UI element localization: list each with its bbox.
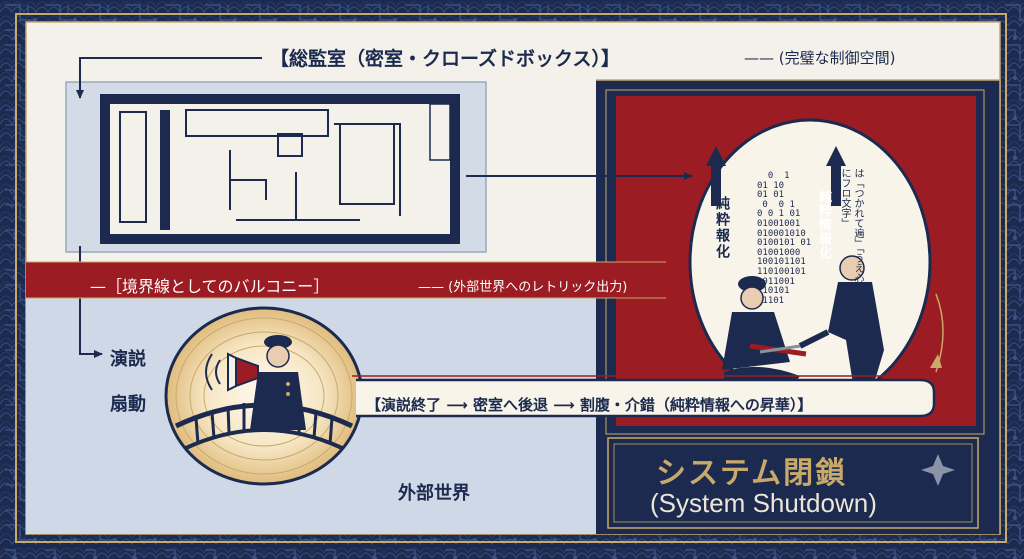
binary-stream: 0 1 01 10 01 01 0 0 1 0 0 1 01 01001001 …: [757, 171, 812, 306]
speech-label: 演説: [110, 349, 146, 370]
floor-plan: [100, 94, 460, 244]
boundary-sublabel: —— (外部世界へのレトリック出力): [418, 280, 628, 295]
sparkle-icon: [921, 454, 955, 486]
outer-world-label: 外部世界: [398, 483, 470, 504]
purify-label-right: 純粋情報化: [816, 190, 831, 260]
megaphone-icon: [205, 352, 259, 392]
page-title: 【総監室（密室・クローズドボックス）】: [270, 48, 620, 70]
shutdown-title: システム閉鎖: [656, 456, 848, 491]
shutdown-subtitle: (System Shutdown): [650, 488, 877, 518]
quote-text: は「つかれて遍」「うえ心にフロ文字」: [839, 168, 863, 283]
process-text: 【演説終了 ⟶ 密室へ後退 ⟶ 割腹・介錯（純粋情報への昇華）】: [366, 396, 813, 414]
title-subtitle: —— (完璧な制御空間): [744, 49, 896, 67]
boundary-label: —［境界線としてのバルコニー］: [90, 277, 330, 296]
officer-figure-icon: [250, 335, 306, 430]
balcony-scene: [164, 306, 364, 486]
purify-label-left: 純粋報化: [714, 196, 730, 260]
seppuku-scene-icon: [684, 114, 936, 410]
agitation-label: 扇動: [110, 394, 146, 415]
